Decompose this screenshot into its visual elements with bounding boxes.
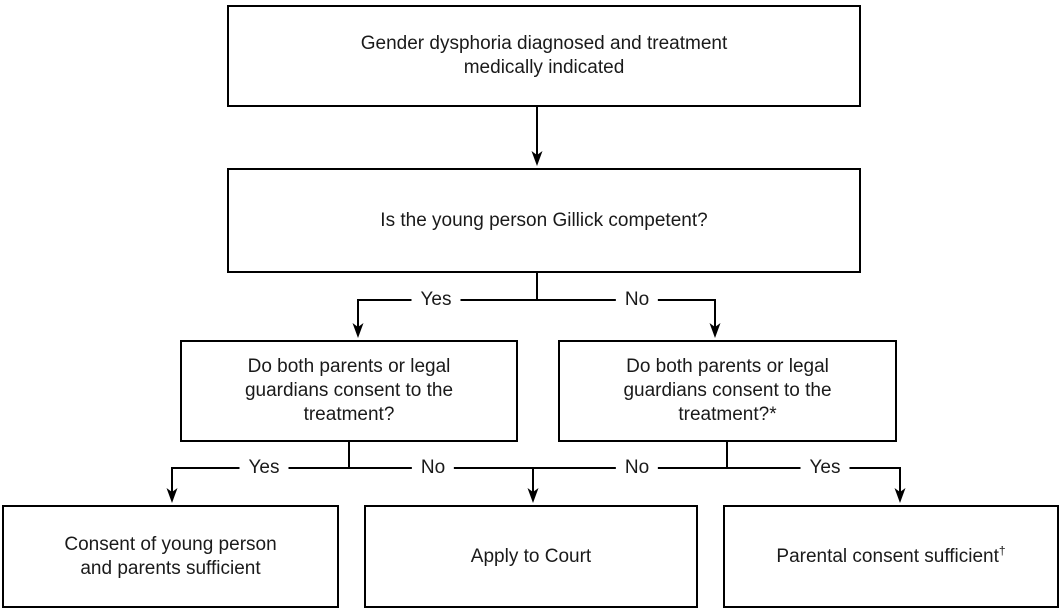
node-start-text: Gender dysphoria diagnosed and treatment… bbox=[360, 33, 728, 78]
edge-label-consent-right-no: No bbox=[615, 457, 659, 479]
edge-label-consent-left-no: No bbox=[411, 457, 455, 479]
node-parental-consent-question-right: Do both parents or legal guardians conse… bbox=[558, 340, 897, 442]
edge-label-gillick-yes: Yes bbox=[411, 289, 461, 311]
arrowhead-to-consent-right bbox=[709, 323, 721, 338]
node-outcome-court-text: Apply to Court bbox=[470, 545, 592, 567]
node-outcome-apply-to-court: Apply to Court bbox=[364, 505, 698, 608]
node-outcome-parental-consent: Parental consent sufficient† bbox=[723, 505, 1059, 608]
arrowhead-to-outcome-parental bbox=[894, 488, 906, 503]
node-gillick-competent-question: Is the young person Gillick competent? bbox=[227, 168, 861, 273]
node-outcome-both-text: Consent of young person and parents suff… bbox=[64, 533, 277, 579]
node-outcome-parental-text: Parental consent sufficient† bbox=[766, 543, 1015, 569]
node-gillick-text: Is the young person Gillick competent? bbox=[380, 209, 708, 231]
arrowhead-to-consent-left bbox=[352, 323, 364, 338]
node-consent-left-text: Do both parents or legal guardians conse… bbox=[244, 356, 454, 425]
arrowhead-to-outcome-both bbox=[166, 488, 178, 503]
edge-label-gillick-no: No bbox=[615, 289, 659, 311]
node-outcome-parental-main-text: Parental consent sufficient bbox=[776, 545, 999, 567]
arrowhead-to-outcome-court bbox=[527, 488, 539, 503]
edge-label-consent-left-yes: Yes bbox=[239, 457, 289, 479]
node-consent-right-text: Do both parents or legal guardians conse… bbox=[623, 356, 832, 425]
arrowhead-to-gillick bbox=[531, 151, 543, 166]
node-parental-consent-question-left: Do both parents or legal guardians conse… bbox=[180, 340, 518, 442]
dagger-footnote-marker: † bbox=[998, 543, 1006, 558]
node-outcome-young-person-and-parents: Consent of young person and parents suff… bbox=[2, 505, 339, 608]
node-start-diagnosis: Gender dysphoria diagnosed and treatment… bbox=[227, 5, 861, 107]
edge-label-consent-right-yes: Yes bbox=[800, 457, 850, 479]
